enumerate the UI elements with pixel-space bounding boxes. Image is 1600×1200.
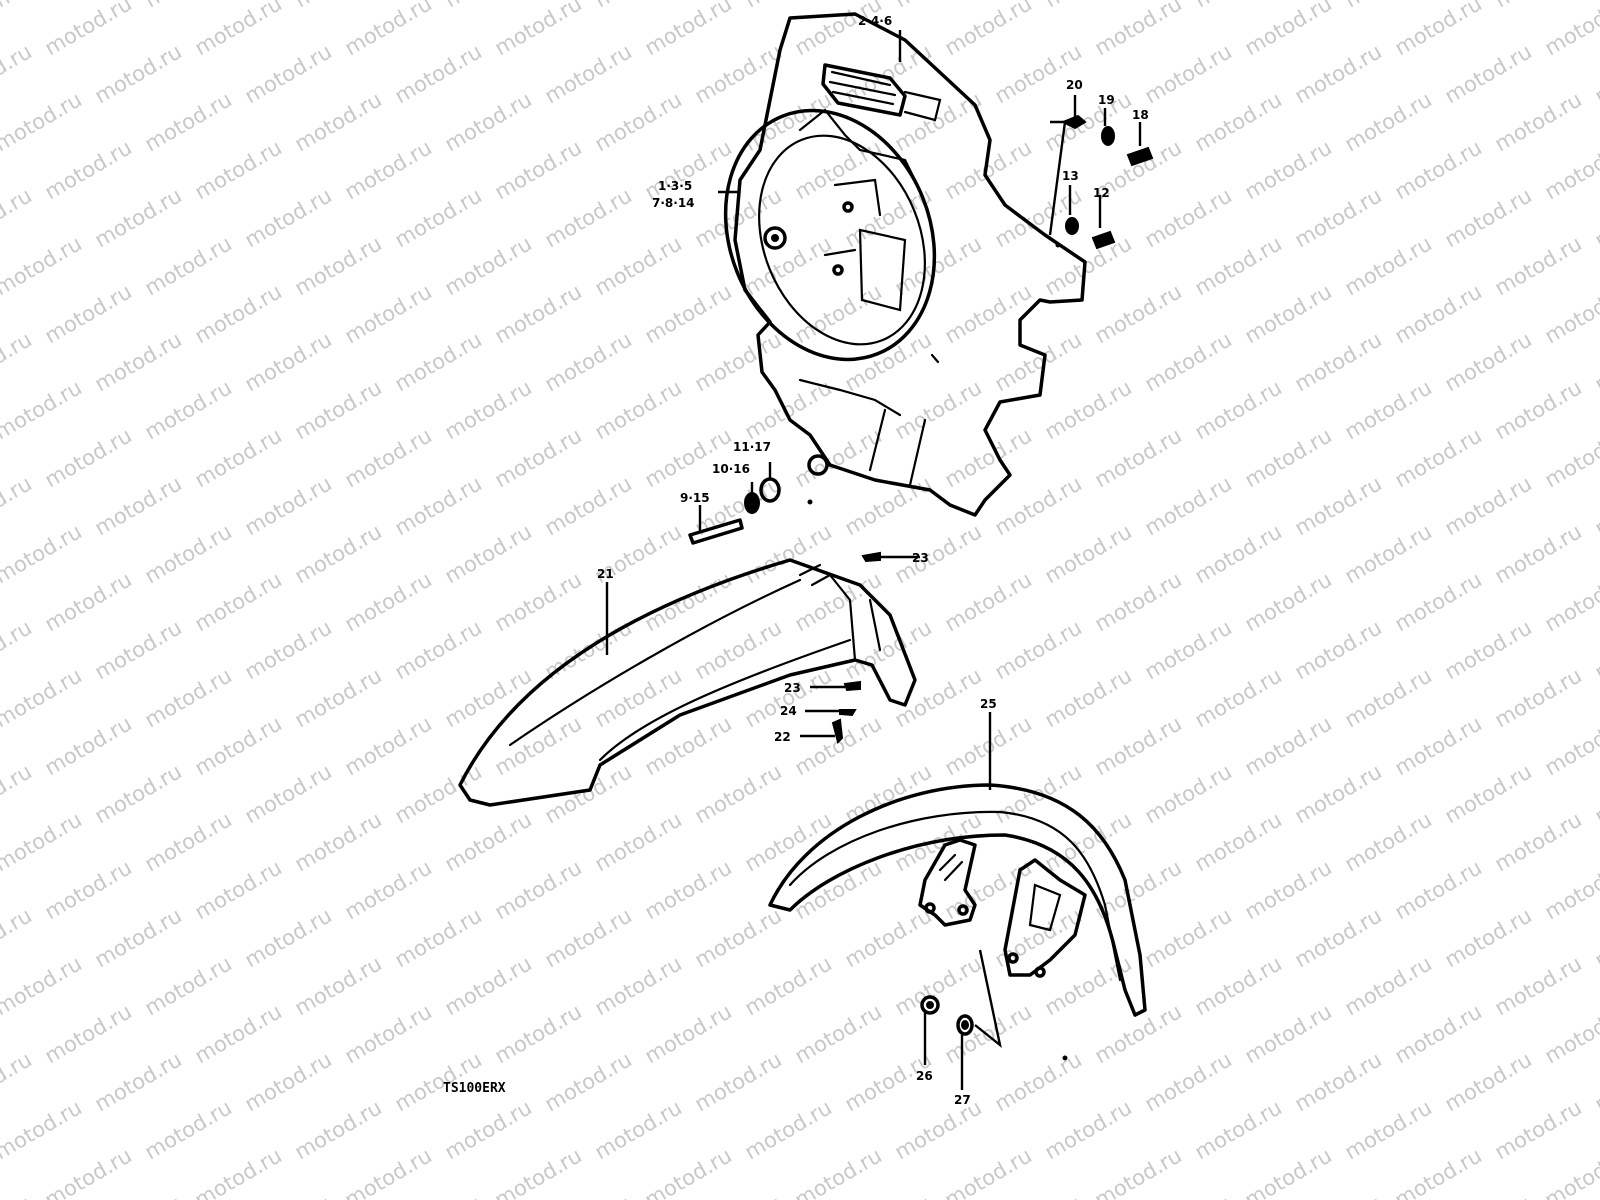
callout-25: 25 (980, 697, 997, 711)
callout-19: 19 (1098, 93, 1115, 107)
rear-fender (458, 558, 917, 807)
washer-19-icon (1101, 126, 1115, 146)
callout-18: 18 (1132, 108, 1149, 122)
bolt-12-icon (1091, 230, 1116, 250)
rear-fender-hardware (605, 551, 920, 744)
bolt-26-icon (920, 995, 940, 1015)
bolt-20-icon (1060, 114, 1087, 130)
bolt-9-15-icon (688, 518, 744, 545)
headlight-housing (723, 12, 1087, 517)
front-fender (768, 712, 1147, 1049)
callout-20: 20 (1066, 78, 1083, 92)
callout-13: 13 (1062, 169, 1079, 183)
housing-fasteners (1048, 95, 1154, 250)
rivet-23-icon (843, 680, 861, 692)
callout-27: 27 (954, 1093, 971, 1107)
washer-10-16-icon (744, 492, 760, 514)
watermark-text: motod.ru (0, 1191, 36, 1200)
washer-13-icon (1065, 217, 1079, 235)
callout-7-8-14: 7·8·14 (652, 196, 695, 210)
callout-21: 21 (597, 567, 614, 581)
callout-22: 22 (774, 730, 791, 744)
bolt-18-icon (1126, 146, 1154, 167)
callout-23: 23 (784, 681, 801, 695)
lower-fasteners (688, 462, 781, 545)
callout-24: 24 (780, 704, 797, 718)
nut-27-icon (956, 1014, 974, 1036)
washer-24-icon (839, 709, 857, 717)
fender-bracket-right (1003, 858, 1087, 977)
front-fender-fasteners (920, 995, 974, 1090)
callout-23-top: 23 (912, 551, 929, 565)
callout-26: 26 (916, 1069, 933, 1083)
screw-22-icon (831, 718, 844, 744)
nut-11-17-icon (759, 477, 781, 503)
callout-1-3-5: 1·3·5 (658, 179, 692, 193)
callout-12: 12 (1093, 186, 1110, 200)
callout-2-4-6: 2·4·6 (858, 14, 892, 28)
rivet-23-top-icon (861, 551, 881, 563)
model-code: TS100ERX (443, 1081, 506, 1096)
callout-11-17: 11·17 (733, 440, 771, 454)
callout-10-16: 10·16 (712, 462, 750, 476)
callout-9-15: 9·15 (680, 491, 710, 505)
